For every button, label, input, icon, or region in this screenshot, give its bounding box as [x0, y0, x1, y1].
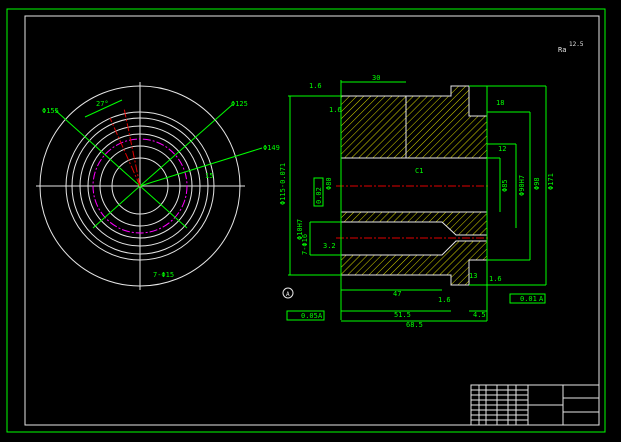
dim-slots: 7-Φ15 [153, 271, 174, 279]
chamfer: C1 [415, 167, 423, 175]
dim-pitch: Φ149 [263, 144, 280, 152]
roughness-2: 1.6 [329, 106, 342, 114]
title-block [470, 384, 600, 426]
runout-tolerance-2: 0.01 [520, 295, 537, 303]
flatness-tolerance: 0.05 [301, 312, 318, 320]
roughness-1: 1.6 [309, 82, 322, 90]
roughness-5: 1.6 [489, 275, 502, 283]
pitch-circle [92, 138, 188, 234]
dim-12: 12 [498, 145, 506, 153]
dim-80: Φ80 [325, 177, 333, 190]
dim-slot: 15 [205, 172, 213, 180]
datum-label: A [286, 291, 290, 298]
runout-tolerance: 0.02 [315, 187, 323, 204]
dim-4-5: 4.5 [473, 311, 486, 319]
front-view: Φ155 Φ125 Φ149 27° 15 7-Φ15 [36, 82, 280, 290]
roughness-4: 1.6 [438, 296, 451, 304]
general-roughness-value: 12.5 [569, 41, 584, 48]
dim-holes: 7-Φ16 [301, 234, 309, 255]
inner-frame [24, 15, 600, 426]
dim-90: Φ90H7 [518, 175, 526, 196]
dim-mid: Φ125 [231, 100, 248, 108]
general-roughness-prefix: Ra [558, 46, 566, 54]
dim-30: 30 [372, 74, 380, 82]
dim-85: Φ85 [501, 179, 509, 192]
flatness-datum: A [318, 312, 323, 320]
dim-13: 13 [469, 272, 477, 280]
section-view: 30 Φ115-0.071 Φ80 0.02 7-Φ16 Φ10H7 47 51… [279, 74, 555, 329]
dim-98: Φ98 [533, 177, 541, 190]
dim-115: Φ115-0.071 [279, 163, 287, 205]
dim-51-5: 51.5 [394, 311, 411, 319]
dim-47: 47 [393, 290, 401, 298]
dim-angle: 27° [96, 100, 109, 108]
datum-symbol [282, 287, 294, 299]
dim-hole-fit: Φ10H7 [296, 219, 304, 240]
dim-18: 18 [496, 99, 504, 107]
dim-68-5: 68.5 [406, 321, 423, 329]
roughness-3: 3.2 [323, 242, 336, 250]
outer-frame [6, 8, 606, 433]
runout-datum: A [539, 295, 544, 303]
dim-outer: Φ155 [42, 107, 59, 115]
dim-171: Φ171 [547, 173, 555, 190]
